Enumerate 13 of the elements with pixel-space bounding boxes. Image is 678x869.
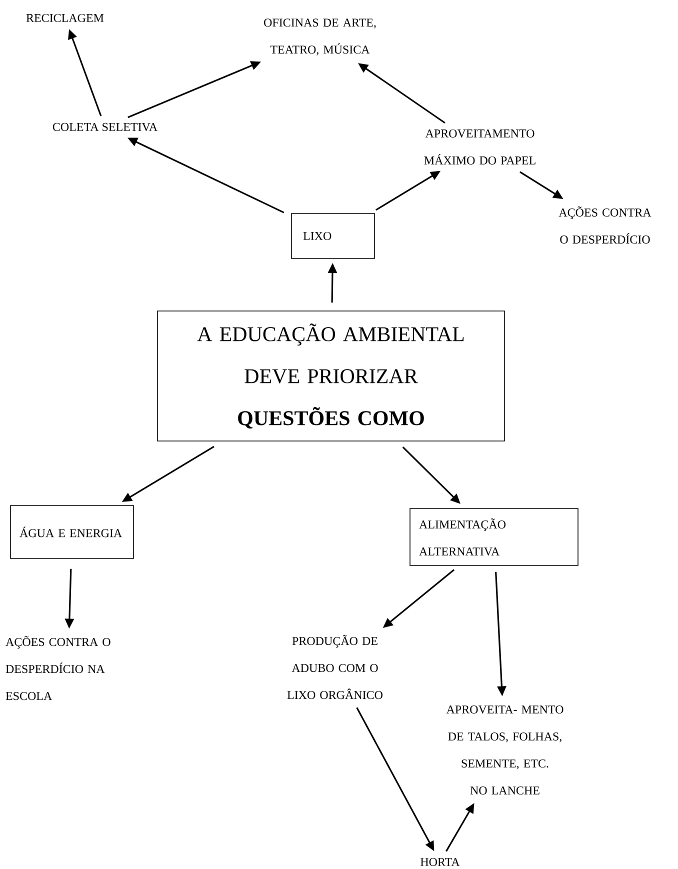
concept-box: A EDUCAÇÃO AMBIENTAL DEVE PRIORIZAR QUESTÕES COMO [157, 310, 505, 442]
concept-text: COLETA SELETIVA [52, 122, 158, 132]
concept-text: AÇÕES CONTRA O DESPERDÍCIO NA ESCOLA [6, 636, 110, 700]
concept-text: HORTA [420, 858, 460, 866]
concept-box: LIXO [291, 213, 375, 259]
concept-text: RECICLAGEM [26, 14, 104, 22]
concept-text: APROVEITA- MENTO DE TALOS, FOLHAS, SEMENTE, ETC. NO LANCHE [446, 705, 564, 795]
concept-text: AÇÕES CONTRA O DESPERDÍCIO [558, 206, 652, 244]
concept-text: PRODUÇÃO DE ADUBO COM O LIXO ORGÂNICO [287, 634, 382, 700]
concept-text: APROVEITAMENTO MÁXIMO DO PAPEL [424, 129, 536, 165]
concept-box: ÁGUA E ENERGIA [10, 505, 134, 559]
concept-text: OFICINAS DE ARTE, TEATRO, MÚSICA [264, 18, 376, 56]
concept-box: ALIMENTAÇÃO ALTERNATIVA [410, 508, 578, 566]
